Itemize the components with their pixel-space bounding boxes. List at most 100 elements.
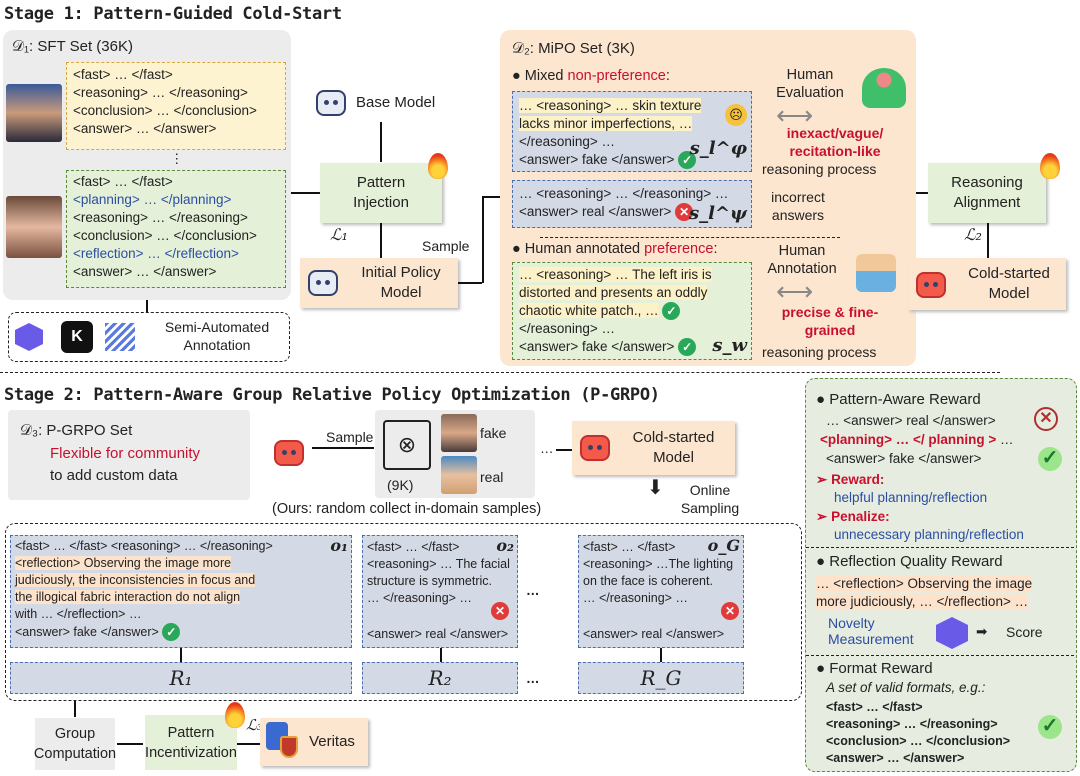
qwen-logo-icon [15,323,43,351]
arrow-o2 [440,648,442,662]
sad-face-icon: ☹ [725,104,747,126]
fake-face-image [441,414,477,452]
double-arrow-ann: ⟷ [776,276,814,306]
arrow-policy-out [458,282,482,284]
reward-panel: ● Pattern-Aware Reward … <answer> real <… [805,378,1077,772]
eval-tail: reasoning process [762,161,877,177]
s-w: s_w [712,335,747,356]
o2-l1: <reasoning> … The facial [367,557,510,571]
arrow-to-alignment [916,192,928,194]
real-label: real [480,469,504,485]
eval-red-text: inexact/vague/ recitation-like [786,125,884,159]
oG-label: o_G [707,536,740,555]
pa-l2-tail: … [996,432,1014,447]
arrow-injection-to-policy [380,223,382,258]
fire-icon [1040,153,1060,179]
annotation-label: Semi-Automated Annotation [164,319,270,353]
pref-prefix: Human annotated [524,241,645,257]
box1-l0: … <reasoning> … skin texture [519,98,702,113]
box1-l2: </reasoning> … [519,134,616,149]
pgrpo-red: Flexible for community [50,445,201,462]
cross-icon: ✕ [721,602,739,620]
o2-l0: <fast> … </fast> [367,540,460,554]
rq-title-text: Reflection Quality Reward [829,553,1003,570]
box2-l1: <answer> real </answer> [519,204,672,219]
yellow-l2: <conclusion> … </conclusion> [73,103,257,118]
arrow-oG [660,648,662,662]
nonpref-red: non-preference [567,68,666,84]
green-l5: <answer> … </answer> [73,264,217,279]
fmt-title-text: Format Reward [829,660,933,677]
check-icon: ✓ [678,338,697,356]
check-icon: ✓ [1038,715,1062,739]
arrow-to-group [74,701,76,717]
penal-desc: unnecessary planning/reflection [834,527,1024,542]
shield-icon [280,736,298,758]
cross-icon: ✕ [675,203,694,221]
fake-label: fake [480,425,507,441]
dataset-box: ⊗ (9K) fake real [375,410,535,498]
stage-separator [0,372,1000,373]
fmt-3: <answer> … </answer> [826,751,965,765]
check-icon: ✓ [162,623,181,641]
down-arrow-icon: ⬇ [647,477,664,499]
fmt-0: <fast> … </fast> [826,700,923,714]
online-sampling: Online Sampling [680,482,740,516]
penal-text: Penalize: [831,509,890,524]
base-model-label: Base Model [356,94,436,111]
reward-r1: R₁ [10,662,352,694]
o2-l3: … </reasoning> … [367,591,472,605]
fmt-2: <conclusion> … </conclusion> [826,734,1011,748]
sample-label: Sample [422,238,470,254]
nonpref-box-2: … <reasoning> … </reasoning> … <answer> … [512,180,752,228]
dataset-count: (9K) [387,477,414,493]
oG-l2: on the face is coherent. [583,574,713,588]
human-ann-label: Human Annotation [767,243,837,277]
evaluators-icon [862,68,906,108]
check-icon: ✓ [678,151,697,169]
qwen-logo-icon [936,617,968,649]
kimi-logo-icon: K [61,321,93,353]
arrow-policy-up [482,196,484,283]
nonpref-box-1: … <reasoning> … skin texture lacks minor… [512,91,752,172]
box3-l2: chaotic white patch., … [519,303,659,318]
score-label: Score [1006,624,1043,640]
o1-l4: with … </reflection> … [15,607,142,621]
group-computation-node: Group Computation [34,718,116,770]
green-l3: <conclusion> … </conclusion> [73,228,257,243]
incorrect-answers: incorrect answers [771,189,825,223]
o1-l2: judiciously, the inconsistencies in focu… [15,573,256,587]
reward-desc: helpful planning/reflection [834,490,988,505]
yellow-l0: <fast> … </fast> [73,67,173,82]
annotation-box: K Semi-Automated Annotation [8,312,290,362]
arrow-alignment-down [987,223,989,258]
o1-label: o₁ [330,536,348,555]
fmt-title: ● Format Reward [816,660,933,677]
reward-label: ➢ Reward: [816,472,885,487]
sample-label: Sample [326,429,374,445]
divider [806,655,1074,656]
arrow-to-cold [556,449,572,451]
cold-robot-icon [580,435,610,461]
oG-l1: <reasoning> …The lighting [583,557,734,571]
o1-l0: <fast> … </fast> <reasoning> … </reasoni… [15,539,273,553]
colon: : [713,241,718,257]
ann-red-text: precise & fine-grained [781,304,879,338]
cross-icon: ✕ [491,602,509,620]
oG-l3: … </reasoning> … [583,591,688,605]
pattern-incentivization-node: Pattern Incentivization [145,715,237,770]
s-l-psi: s_l^ψ [689,203,747,224]
oG-l4: <answer> real </answer> [583,627,725,641]
nonpref-heading: ● Mixed non-preference: [512,68,670,84]
novelty-label: Novelty Measurement [828,615,914,647]
pattern-injection-node: Pattern Injection [320,163,442,223]
box1-l3: <answer> fake </answer> [519,152,675,167]
loss-l2: ℒ₂ [964,225,982,244]
nonpref-prefix: Mixed [524,68,568,84]
sample-robot-icon [274,440,304,466]
vertical-ellipsis: ⋮ [170,151,184,166]
box3-l0: … <reasoning> … The left iris is [519,267,712,282]
arrow-to-mipo [482,196,502,198]
loss-l1: ℒ₁ [330,225,348,244]
box3-l3: </reasoning> … [519,321,616,336]
